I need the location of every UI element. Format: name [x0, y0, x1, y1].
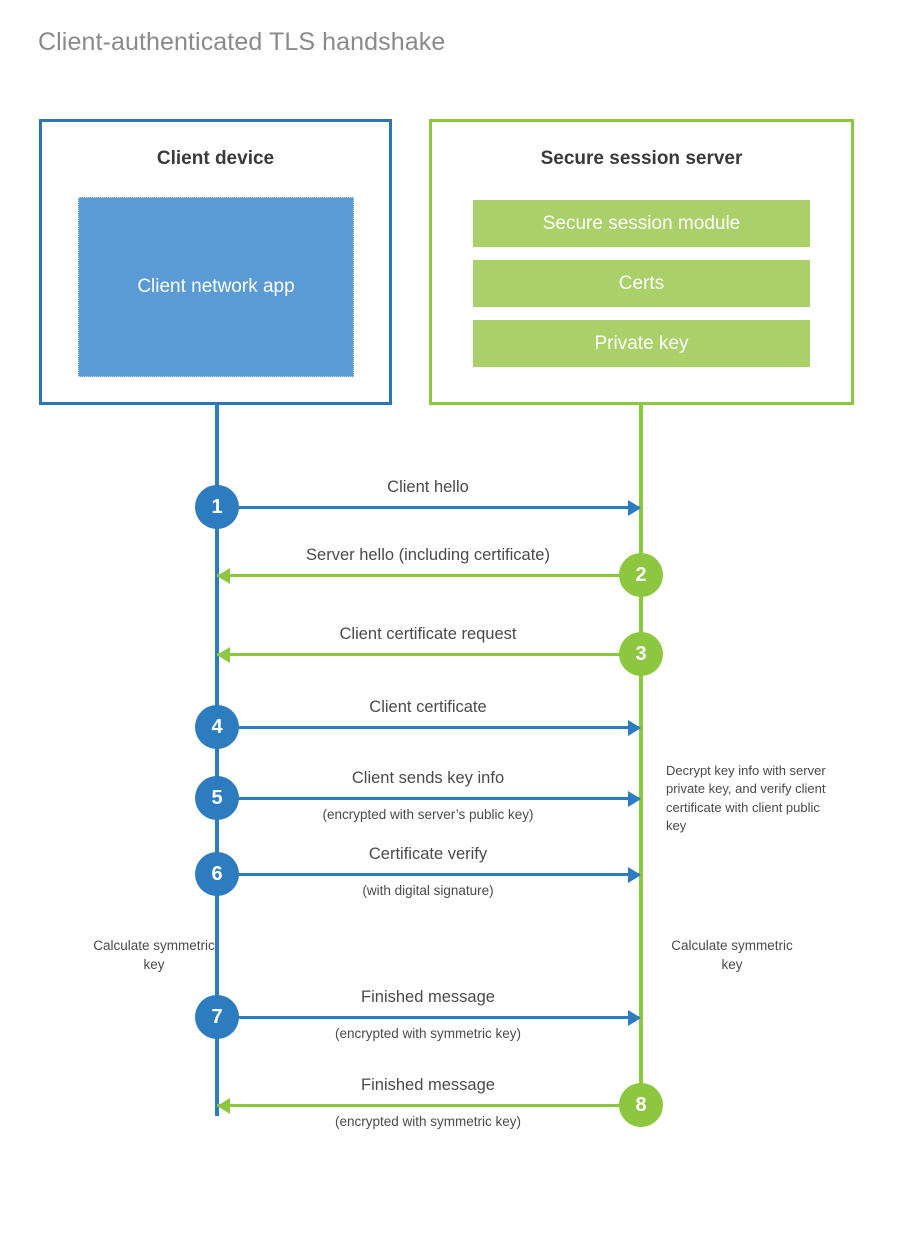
message-arrow-line-7 — [217, 1016, 639, 1019]
client-device-panel: Client device Client network app — [39, 119, 392, 405]
step-circle-2[interactable]: 2 — [619, 553, 663, 597]
secure-session-server-panel: Secure session server Secure session mod… — [429, 119, 854, 405]
message-sublabel-6: (with digital signature) — [362, 883, 494, 898]
server-module-certs: Certs — [473, 260, 810, 307]
message-label-3: Client certificate request — [339, 625, 517, 643]
arrow-head-icon-5 — [628, 791, 641, 807]
client-network-app-box: Client network app — [78, 197, 354, 377]
message-label-2: Server hello (including certificate) — [306, 546, 550, 564]
message-label-4: Client certificate — [369, 698, 487, 716]
message-label-5: Client sends key info — [351, 769, 505, 787]
server-module-private-key: Private key — [473, 320, 810, 367]
arrow-head-icon-7 — [628, 1010, 641, 1026]
message-label-7: Finished message — [361, 988, 495, 1006]
message-arrow-line-1 — [217, 506, 639, 509]
message-label-6: Certificate verify — [368, 845, 488, 863]
message-label-1: Client hello — [387, 478, 469, 496]
step-circle-8[interactable]: 8 — [619, 1083, 663, 1127]
arrow-head-icon-6 — [628, 867, 641, 883]
step-circle-7[interactable]: 7 — [195, 995, 239, 1039]
client-lifeline — [215, 404, 219, 1116]
step-circle-3[interactable]: 3 — [619, 632, 663, 676]
message-sublabel-5: (encrypted with server’s public key) — [322, 807, 534, 822]
note-calculate-symmetric-key-client: Calculate symmetric key — [93, 938, 215, 973]
message-arrow-line-6 — [217, 873, 639, 876]
page-title: Client-authenticated TLS handshake — [38, 28, 446, 56]
arrow-head-icon-2 — [217, 568, 230, 584]
message-arrow-line-5 — [217, 797, 639, 800]
note-calculate-symmetric-key-server: Calculate symmetric key — [671, 938, 793, 973]
message-sublabel-8: (encrypted with symmetric key) — [334, 1114, 522, 1129]
server-module-secure-session-module: Secure session module — [473, 200, 810, 247]
step-circle-1[interactable]: 1 — [195, 485, 239, 529]
note-decrypt-key-info: Decrypt key info with server private key… — [666, 763, 826, 834]
message-sublabel-7: (encrypted with symmetric key) — [334, 1026, 522, 1041]
message-label-8: Finished message — [361, 1076, 495, 1094]
arrow-head-icon-4 — [628, 720, 641, 736]
message-arrow-line-8 — [217, 1104, 641, 1107]
server-module-stack: Secure session module Certs Private key — [473, 200, 810, 367]
secure-session-server-title: Secure session server — [540, 148, 743, 169]
server-lifeline — [639, 404, 643, 1106]
arrow-head-icon-8 — [217, 1098, 230, 1114]
arrow-head-icon-1 — [628, 500, 641, 516]
step-circle-6[interactable]: 6 — [195, 852, 239, 896]
message-arrow-line-4 — [217, 726, 639, 729]
arrow-head-icon-3 — [217, 647, 230, 663]
step-circle-4[interactable]: 4 — [195, 705, 239, 749]
message-arrow-line-2 — [217, 574, 641, 577]
step-circle-5[interactable]: 5 — [195, 776, 239, 820]
client-device-title: Client device — [156, 148, 275, 169]
message-arrow-line-3 — [217, 653, 641, 656]
